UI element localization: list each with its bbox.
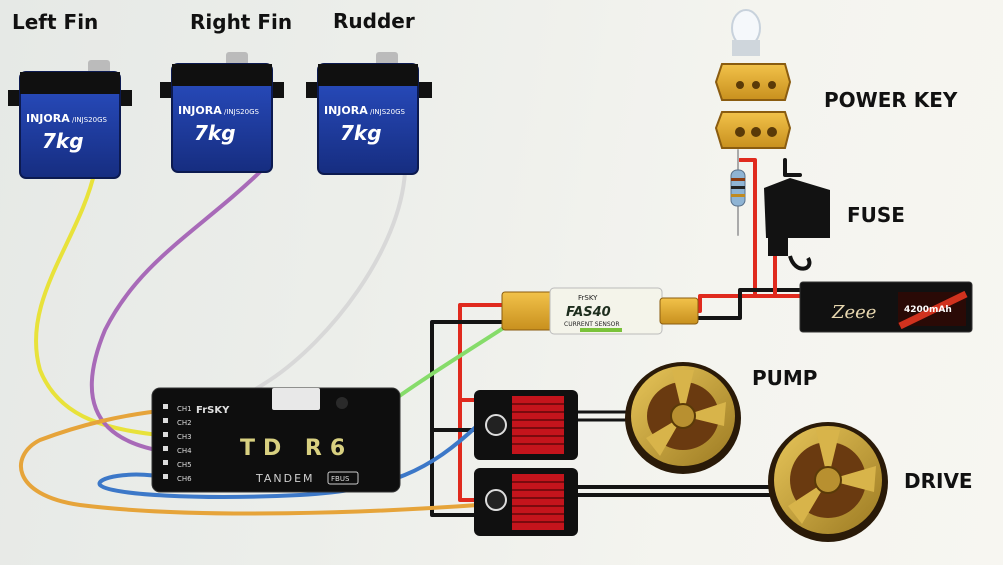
receiver-header	[272, 388, 320, 410]
servo-model: /INJS20GS	[224, 108, 259, 116]
receiver-subtitle: TANDEM	[255, 472, 315, 485]
power-key-label: POWER KEY	[824, 88, 958, 112]
esc-capacitor	[485, 489, 507, 511]
resistor	[730, 169, 746, 207]
servo-horn-spline	[376, 52, 398, 66]
receiver-model: TD R6	[240, 436, 353, 461]
orange-esc-wire	[18, 408, 480, 516]
sensor-caption: CURRENT SENSOR	[564, 321, 620, 328]
battery: Zeee 4200mAh	[799, 281, 973, 333]
channel-label: CH1	[177, 405, 192, 413]
yellow-servo-wire	[34, 168, 170, 438]
servo-right-fin: INJORA /INJS20GS 7kg	[160, 52, 284, 173]
sensor-xt-in	[501, 291, 555, 331]
power-key	[714, 9, 792, 149]
servo-left-fin: INJORA /INJS20GS 7kg	[8, 60, 132, 179]
power-black-wire	[658, 288, 802, 320]
fuse-holder	[764, 178, 830, 271]
servo-model: /INJS20GS	[370, 108, 405, 116]
sensor-xt-out	[659, 297, 699, 325]
motor-drive	[768, 422, 888, 542]
receiver: FrSKY TD R6 TANDEM FBUS CH1 CH2 CH3 CH4 …	[151, 387, 401, 493]
channel-label: CH3	[177, 433, 192, 441]
servo-rudder: INJORA /INJS20GS 7kg	[306, 52, 432, 175]
esc-capacitor	[485, 414, 507, 436]
current-sensor: FrSKY FAS40 CURRENT SENSOR	[501, 287, 699, 335]
left-fin-label: Left Fin	[12, 10, 98, 34]
motor-pump	[625, 362, 741, 474]
fuse-label: FUSE	[847, 203, 905, 227]
servo-horn-spline	[88, 60, 110, 74]
servo-brand: INJORA	[26, 112, 70, 125]
drive-label: DRIVE	[904, 469, 973, 493]
channel-label: CH4	[177, 447, 192, 455]
channel-label: CH5	[177, 461, 192, 469]
servo-model: /INJS20GS	[72, 116, 107, 124]
pump-label: PUMP	[752, 366, 817, 390]
xt-connector-male	[714, 63, 792, 101]
drive-motor-leads	[574, 485, 782, 497]
esc-drive	[474, 468, 578, 536]
blue-esc-wire	[97, 423, 480, 499]
servo-torque: 7kg	[194, 121, 236, 145]
channel-label: CH6	[177, 475, 192, 483]
battery-capacity: 4200mAh	[904, 305, 952, 315]
receiver-badge: FBUS	[331, 475, 350, 483]
right-fin-label: Right Fin	[190, 10, 292, 34]
fuse-black-wire	[783, 158, 802, 177]
servo-brand: INJORA	[324, 104, 368, 117]
white-servo-wire	[166, 170, 407, 427]
servo-horn-spline	[226, 52, 248, 66]
receiver-channel-labels: CH1 CH2 CH3 CH4 CH5 CH6	[177, 405, 192, 483]
sensor-brand: FrSKY	[578, 294, 598, 302]
battery-brand: Zeee	[831, 302, 876, 323]
servo-torque: 7kg	[42, 129, 84, 153]
receiver-brand: FrSKY	[196, 405, 230, 416]
channel-label: CH2	[177, 419, 192, 427]
servo-torque: 7kg	[340, 121, 382, 145]
rudder-label: Rudder	[333, 9, 415, 33]
servo-brand: INJORA	[178, 104, 222, 117]
receiver-button	[336, 397, 348, 409]
sensor-model: FAS40	[566, 305, 611, 320]
purple-servo-wire	[89, 168, 264, 454]
esc-pump	[474, 390, 578, 460]
